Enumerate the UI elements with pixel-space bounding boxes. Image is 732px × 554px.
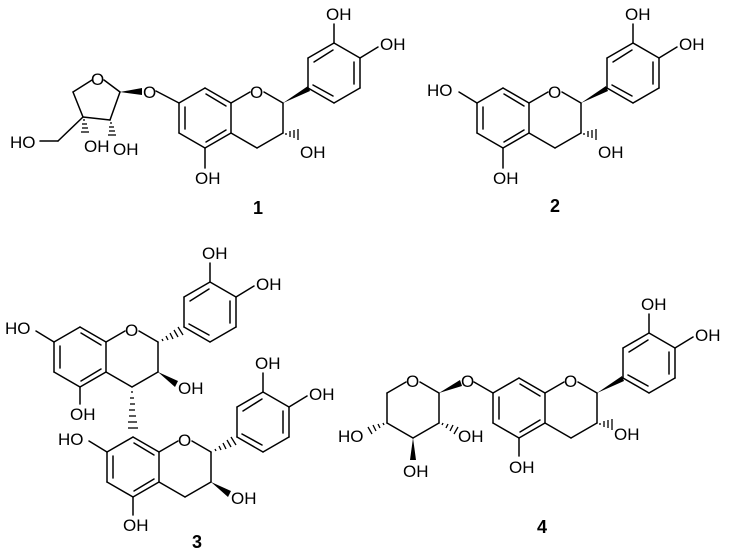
lower-b-ring [236, 372, 308, 453]
atom-oh: OH [255, 354, 281, 373]
upper-b-ring [183, 262, 255, 343]
compound-label: 1 [253, 198, 263, 218]
compound-2: O HO OH OH OH OH 2 [427, 5, 705, 216]
atom-oh: OH [679, 35, 705, 54]
atom-oh: OH [202, 244, 228, 263]
apiofuranose-ring [39, 79, 142, 142]
atom-oh: OH [70, 405, 96, 424]
compound-label: 2 [550, 196, 560, 216]
hashed-bond [367, 422, 385, 435]
compound-3: O HO OH OH OH OH O HO OH OH OH OH 3 [5, 244, 335, 552]
atom-oh: OH [509, 458, 535, 477]
atom-oh: OH [458, 427, 484, 446]
atom-o: O [564, 372, 577, 391]
atom-oh: OH [84, 137, 110, 156]
b-ring [307, 23, 379, 104]
atom-ho: HO [427, 81, 453, 100]
atom-oh: OH [625, 5, 651, 24]
atom-oh: OH [641, 295, 667, 314]
atom-o: O [178, 431, 191, 450]
compound-1: O O O HO OH OH OH OH OH OH 1 [10, 5, 406, 218]
atom-oh: OH [598, 143, 624, 162]
atom-o: O [125, 321, 138, 340]
hashed-bond [128, 391, 138, 429]
c-ring [528, 86, 608, 149]
c-ring [230, 86, 310, 149]
atom-ho: HO [10, 133, 36, 152]
xylopyranose-ring [367, 380, 462, 460]
atom-o: O [250, 83, 263, 102]
lower-c-ring [158, 436, 237, 498]
atom-oh: OH [178, 379, 204, 398]
atom-oh: OH [256, 275, 282, 294]
a-ring [492, 377, 546, 457]
b-ring [606, 23, 678, 104]
compound-label: 4 [537, 517, 547, 537]
hashed-bond [583, 129, 597, 140]
atom-o: O [143, 83, 156, 102]
b-ring [622, 313, 694, 394]
hashed-bond [285, 129, 299, 140]
atom-ho: HO [5, 319, 31, 338]
atom-oh: OH [403, 462, 429, 481]
hashed-bond [599, 419, 613, 430]
atom-o: O [91, 70, 104, 89]
atom-oh: OH [695, 326, 721, 345]
hashed-bond [81, 119, 89, 133]
a-ring [178, 87, 232, 169]
atom-ho: HO [58, 430, 84, 449]
atom-ho: HO [338, 427, 364, 446]
a-ring [458, 87, 530, 169]
atom-oh: OH [300, 143, 326, 162]
atom-oh: OH [326, 5, 352, 24]
compound-4: O O O HO OH OH OH OH OH OH 4 [338, 295, 721, 537]
atom-oh: OH [195, 169, 221, 188]
atom-oh: OH [380, 35, 406, 54]
lower-a-ring [88, 436, 160, 516]
atom-o: O [406, 372, 419, 391]
upper-a-ring [35, 326, 107, 405]
atom-oh: OH [614, 425, 640, 444]
atom-oh: OH [493, 169, 519, 188]
atom-oh: OH [113, 140, 139, 159]
atom-oh: OH [231, 489, 257, 508]
atom-oh: OH [123, 516, 149, 535]
hashed-bond [214, 436, 237, 452]
hashed-bond [108, 122, 116, 136]
hashed-bond [441, 422, 459, 435]
atom-oh: OH [309, 385, 335, 404]
upper-c-ring [105, 326, 184, 429]
hashed-bond [161, 326, 184, 342]
atom-o: O [461, 372, 474, 391]
compound-label: 3 [192, 532, 202, 552]
atom-o: O [548, 83, 561, 102]
c-ring [544, 376, 624, 439]
